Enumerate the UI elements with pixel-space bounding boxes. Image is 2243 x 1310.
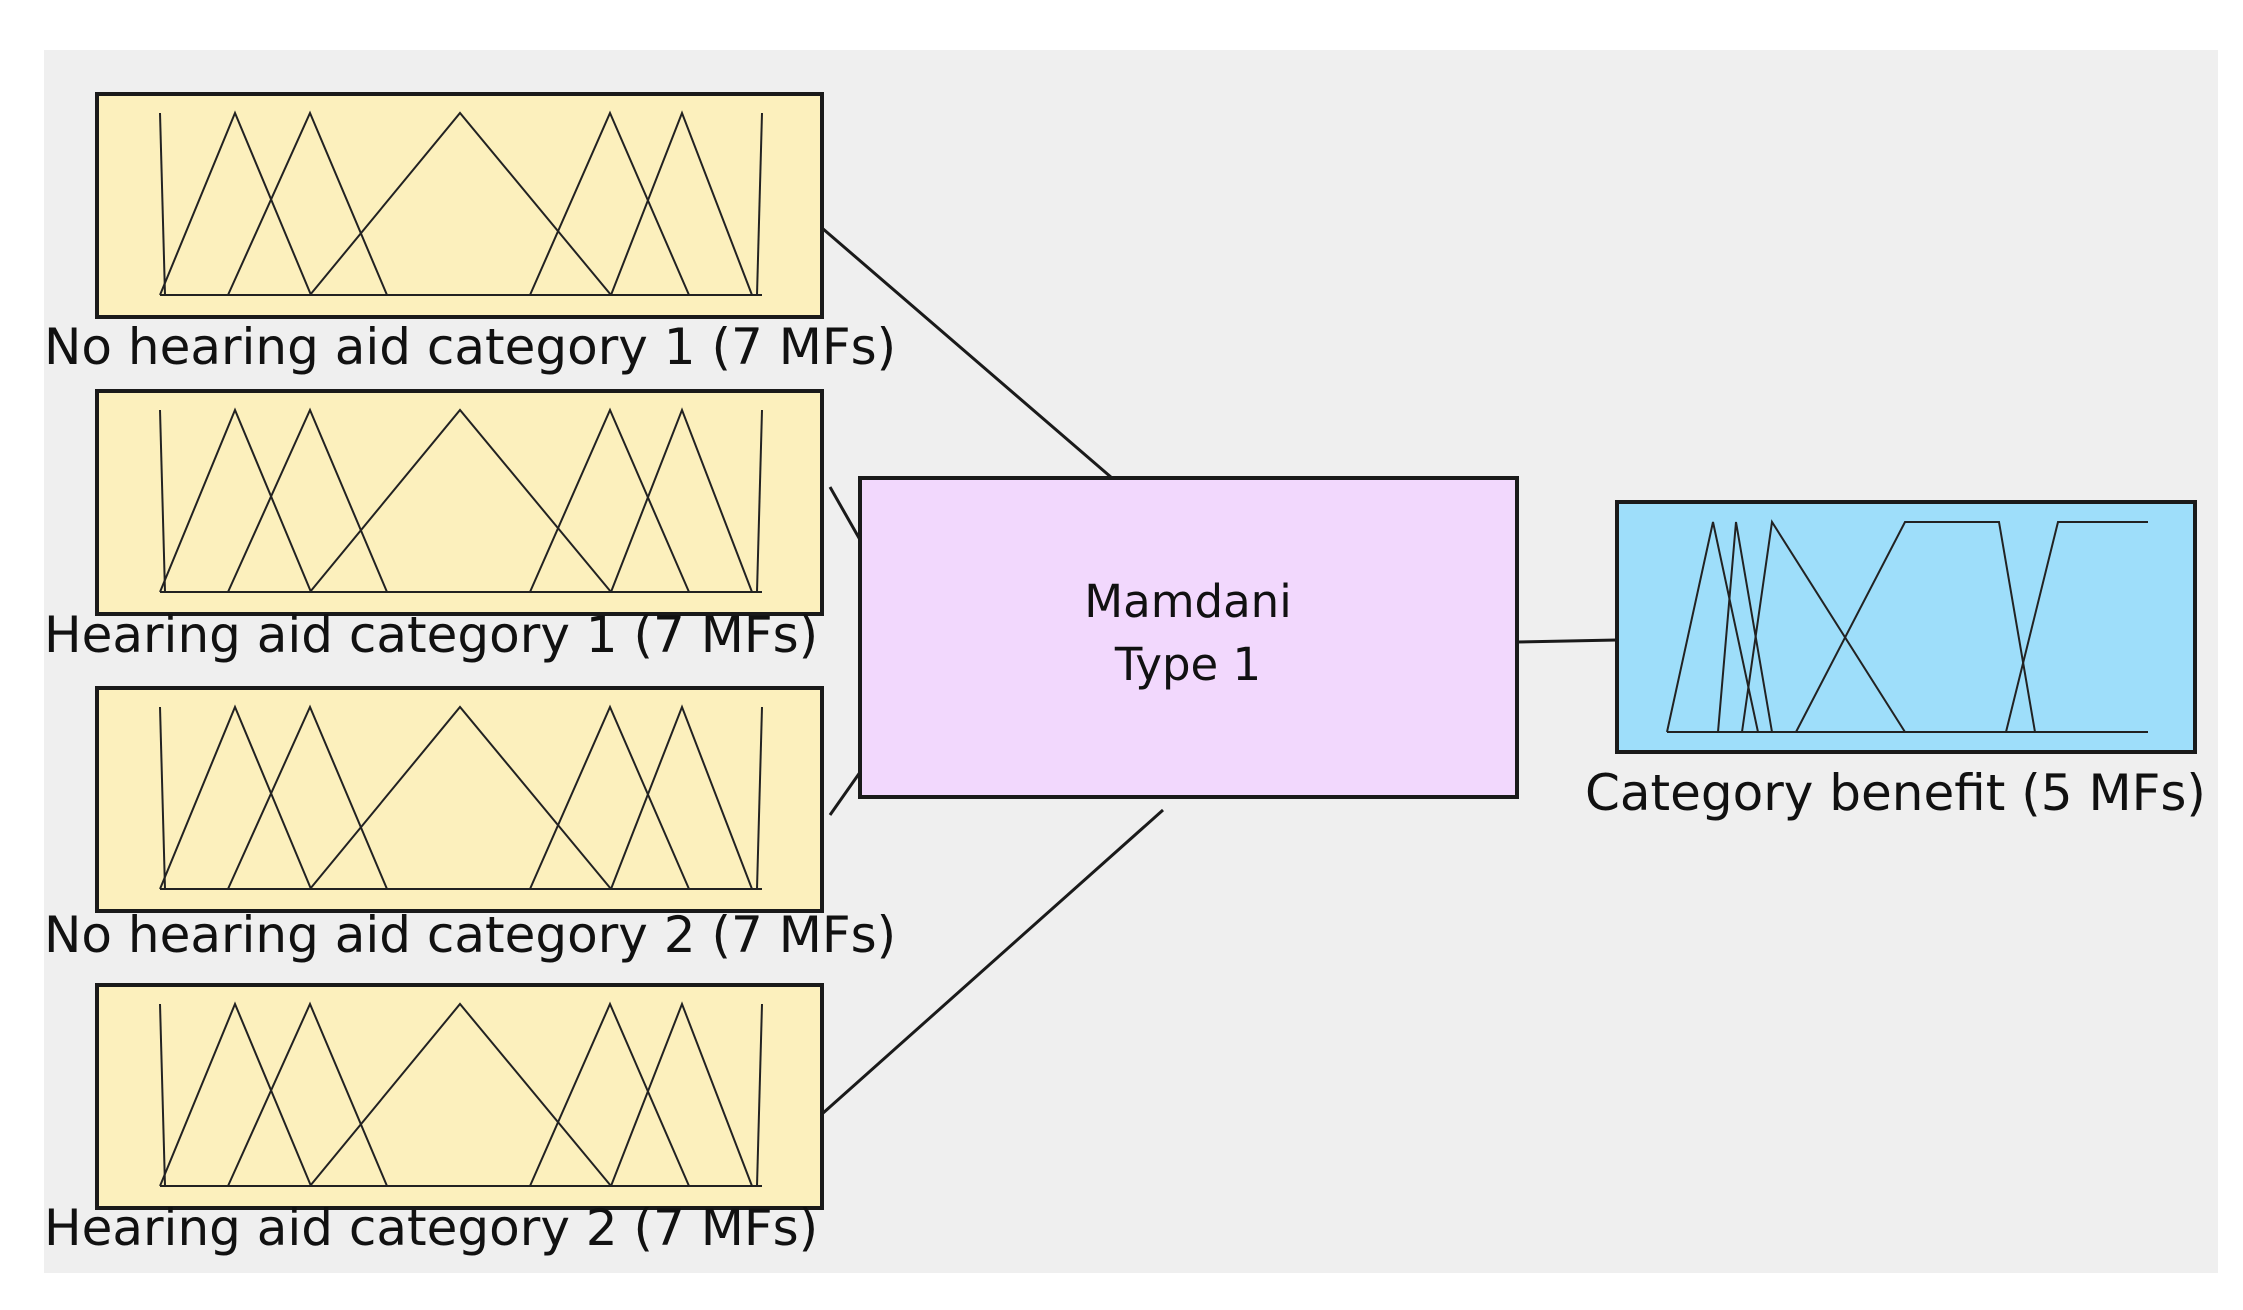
mf-curve — [1717, 521, 1773, 733]
mf-curve — [159, 407, 312, 593]
output-label: Category benefit (5 MFs) — [1585, 764, 2206, 822]
mf-curve — [1795, 521, 2036, 733]
mf-curve — [159, 110, 312, 296]
mf-curve — [159, 704, 312, 890]
mf-curve — [529, 1001, 690, 1187]
input-block-4[interactable] — [95, 983, 824, 1210]
mf-curve — [756, 409, 763, 593]
connector-input-2 — [828, 486, 865, 546]
input-mf-plot-1 — [159, 110, 763, 296]
mf-curve — [2005, 521, 2148, 733]
mf-curve — [159, 112, 166, 296]
mf-curve — [756, 112, 763, 296]
input-block-2[interactable] — [95, 389, 824, 616]
input-label-1: No hearing aid category 1 (7 MFs) — [44, 318, 897, 376]
mf-curve — [610, 704, 753, 890]
mf-curve — [309, 1002, 612, 1187]
output-box[interactable] — [1615, 500, 2197, 754]
input-block-3[interactable] — [95, 686, 824, 913]
system-version-label: Type 1 — [1114, 638, 1262, 691]
input-box-1[interactable] — [95, 92, 824, 319]
mf-curve — [309, 408, 612, 593]
system-box[interactable] — [858, 476, 1519, 799]
input-box-2[interactable] — [95, 389, 824, 616]
input-mf-plot-2 — [159, 407, 763, 593]
mf-curve — [756, 1003, 763, 1187]
mf-curve — [227, 110, 388, 296]
mf-curve — [529, 110, 690, 296]
mf-curve — [1666, 521, 1759, 733]
mf-curve — [227, 407, 388, 593]
output-mf-plot — [1666, 519, 2148, 733]
mf-curve — [529, 704, 690, 890]
mf-curve — [756, 706, 763, 890]
input-mf-plot-3 — [159, 704, 763, 890]
output-block[interactable] — [1615, 500, 2197, 754]
input-box-4[interactable] — [95, 983, 824, 1210]
connector-input-4 — [821, 808, 1164, 1116]
mf-curve — [159, 1001, 312, 1187]
input-label-3: No hearing aid category 2 (7 MFs) — [44, 906, 897, 964]
mf-curve — [159, 1003, 166, 1187]
mf-curve — [610, 407, 753, 593]
system-label: Mamdani Type 1 — [858, 570, 1518, 696]
mf-curve — [610, 110, 753, 296]
mf-curve — [309, 705, 612, 890]
input-label-2: Hearing aid category 1 (7 MFs) — [44, 606, 819, 664]
connector-output — [1516, 638, 1618, 644]
mf-curve — [529, 407, 690, 593]
mf-curve — [227, 704, 388, 890]
connector-input-3 — [828, 767, 865, 816]
connector-input-1 — [821, 226, 1113, 480]
mf-curve — [610, 1001, 753, 1187]
mf-curve — [159, 409, 166, 593]
input-label-4: Hearing aid category 2 (7 MFs) — [44, 1199, 819, 1257]
system-type-label: Mamdani — [1084, 575, 1292, 628]
input-mf-plot-4 — [159, 1001, 763, 1187]
mf-curve — [309, 111, 612, 296]
mf-curve — [1741, 519, 1906, 733]
input-block-1[interactable] — [95, 92, 824, 319]
mf-curve — [227, 1001, 388, 1187]
input-box-3[interactable] — [95, 686, 824, 913]
mf-curve — [159, 706, 166, 890]
